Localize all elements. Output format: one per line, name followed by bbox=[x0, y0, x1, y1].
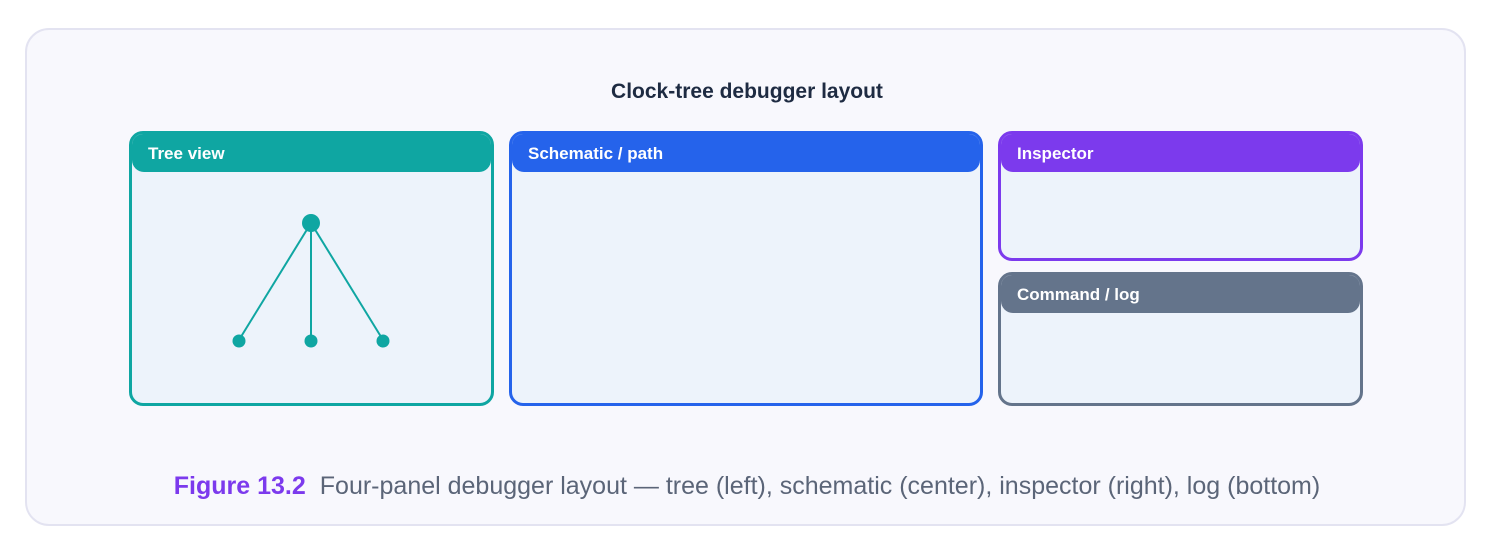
command-log-panel[interactable]: Command / log bbox=[998, 272, 1363, 406]
schematic-panel[interactable]: Schematic / path bbox=[509, 131, 983, 406]
tree-leaf-node[interactable] bbox=[376, 334, 390, 348]
inspector-panel[interactable]: Inspector bbox=[998, 131, 1363, 261]
tree-leaf-node[interactable] bbox=[304, 334, 318, 348]
command-log-header: Command / log bbox=[1001, 275, 1360, 313]
tree-view-panel[interactable]: Tree view bbox=[129, 131, 494, 406]
tree-leaf-node[interactable] bbox=[232, 334, 246, 348]
caption-text: Four-panel debugger layout — tree (left)… bbox=[319, 472, 1321, 500]
tree-edge-left bbox=[238, 222, 312, 341]
diagram-title: Clock-tree debugger layout bbox=[611, 80, 883, 103]
inspector-header: Inspector bbox=[1001, 134, 1360, 172]
tree-edge-right bbox=[310, 222, 384, 341]
tree-root-node[interactable] bbox=[302, 214, 320, 232]
schematic-header: Schematic / path bbox=[512, 134, 980, 172]
figure-caption: Figure 13.2 Four-panel debugger layout — … bbox=[0, 472, 1494, 501]
tree-view-header: Tree view bbox=[132, 134, 491, 172]
figure-number: Figure 13.2 bbox=[173, 472, 306, 500]
